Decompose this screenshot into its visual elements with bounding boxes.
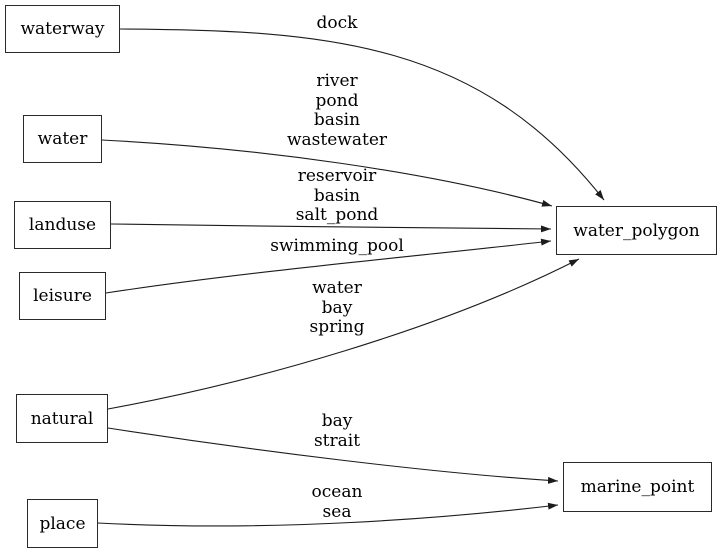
edge-label-waterway-water_polygon: dock [316,13,358,34]
edge-leisure-water_polygon [105,238,552,294]
edge-label-line: ocean [311,482,363,502]
node-marine_point-label: marine_point [580,477,695,497]
node-place: place [27,499,98,548]
edge-label-line: pond [315,90,359,111]
node-landuse: landuse [14,201,111,249]
edge-natural-marine_point [107,427,559,484]
edge-label-line: river [316,71,358,91]
edge-waterway-water_polygon [119,28,605,201]
edge-label-natural-water_polygon: water bay spring [309,278,365,338]
edge-label-line: sea [322,501,352,522]
edge-label-natural-marine_point: bay strait [313,411,361,451]
edge-label-line: strait [313,430,361,451]
edge-label-place-marine_point: ocean sea [311,482,363,522]
edge-label-water-water_polygon: river pond basin wastewater [286,71,388,150]
node-natural-label: natural [30,408,94,429]
edge-label-line: bay [321,297,353,318]
edge-label-line: reservoir [297,166,377,186]
edge-water-water_polygon [101,139,553,207]
edge-label-line: basin [313,185,361,206]
node-leisure-label: leisure [33,286,92,306]
node-water: water [23,115,102,163]
node-waterway: waterway [5,5,120,53]
node-natural: natural [16,394,108,443]
edge-label-line: bay [321,411,353,431]
edge-place-marine_point [97,502,559,527]
edge-landuse-water_polygon [110,223,552,233]
edge-label-landuse-water_polygon: reservoir basin salt_pond [295,166,379,226]
node-landuse-label: landuse [28,215,97,235]
edge-label-leisure-water_polygon: swimming_pool [270,236,404,257]
node-water-label: water [37,129,88,149]
edge-label-line: basin [313,110,361,130]
node-leisure: leisure [19,272,106,320]
node-water_polygon-label: water_polygon [573,220,700,241]
edge-natural-water_polygon [107,258,580,410]
node-waterway-label: waterway [20,19,105,39]
edge-label-line: swimming_pool [270,236,404,256]
node-water_polygon: water_polygon [556,206,717,255]
edge-label-line: spring [309,317,365,337]
node-place-label: place [39,513,86,534]
edge-label-line: salt_pond [295,205,379,225]
edge-label-line: dock [316,13,358,33]
node-marine_point: marine_point [563,462,712,512]
edge-label-line: wastewater [286,129,388,150]
edge-label-line: water [312,278,362,298]
